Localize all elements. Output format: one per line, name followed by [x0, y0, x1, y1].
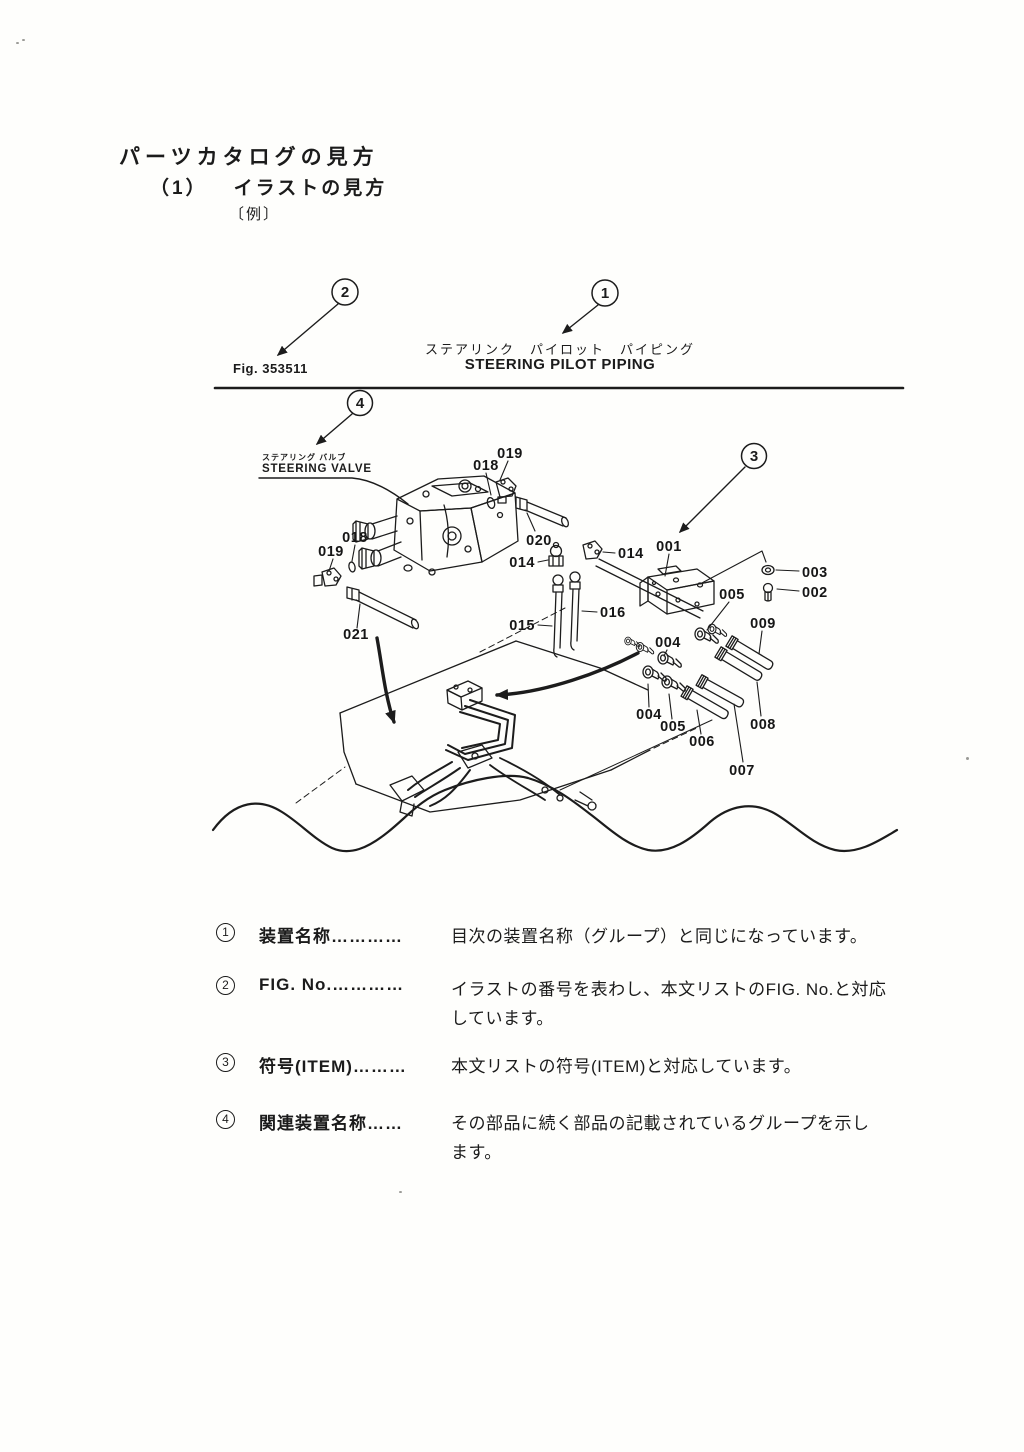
callout-arrow: [561, 304, 599, 334]
callout-number: 2: [341, 284, 349, 301]
legend-term: 関連装置名称……: [259, 1114, 403, 1133]
steering-valve-drawing: [352, 475, 519, 576]
machine-body-drawing: [339, 607, 651, 817]
part-number-label: 002: [802, 585, 828, 601]
legend-item-4: 4 関連装置名称…… その部品に続く部品の記載されているグループを示し ます。: [0, 1109, 1024, 1179]
legend-description-line: イラストの番号を表わし、本文リストのFIG. No.と対応: [451, 980, 887, 999]
part-number-label: 014: [618, 546, 644, 562]
legend-item-2: 2 FIG. No.………… イラストの番号を表わし、本文リストのFIG. No…: [0, 975, 1024, 1045]
elbow-fitting-drawing: [486, 477, 570, 528]
callout-number: 4: [356, 395, 365, 412]
scan-speck: [966, 757, 969, 760]
scan-speck: [22, 39, 25, 41]
example-label: 〔例〕: [229, 206, 281, 223]
reference-lines: [295, 719, 713, 804]
legend-description: 目次の装置名称（グループ）と同じになっています。: [451, 922, 867, 951]
legend-number-badge: 4: [216, 1110, 235, 1129]
callout-2: 2: [276, 278, 359, 356]
part-number-label: 018: [342, 530, 368, 546]
part-number-label: 003: [802, 565, 828, 581]
legend-item-3: 3 符号(ITEM)……… 本文リストの符号(ITEM)と対応しています。: [0, 1052, 1024, 1122]
legend-description: イラストの番号を表わし、本文リストのFIG. No.と対応 しています。: [451, 975, 886, 1033]
part-number-label: 008: [750, 717, 776, 733]
part-number-label: 005: [660, 719, 686, 735]
legend-description-line: ます。: [451, 1143, 502, 1162]
part-number-label: 001: [656, 539, 682, 555]
valve-label-jp: ステアリング バルブ: [262, 453, 347, 462]
legend-term: 符号(ITEM)………: [259, 1057, 407, 1076]
part-number-label: 015: [509, 618, 535, 634]
legend-description: その部品に続く部品の記載されているグループを示し ます。: [451, 1109, 869, 1167]
part-number-label: 016: [600, 605, 626, 621]
elbow-fitting-drawing: [313, 561, 420, 630]
part-number-label: 004: [636, 707, 662, 723]
subtitle-number: （1）: [150, 178, 208, 199]
legend-description-line: 目次の装置名称（グループ）と同じになっています。: [451, 927, 868, 946]
callout-4: 4: [315, 389, 374, 445]
callout-number: 3: [750, 448, 758, 465]
page-title: パーツカタログの見方: [119, 146, 379, 169]
part-number-label: 020: [526, 533, 552, 549]
leader-lines: [328, 460, 800, 763]
callout-1: 1: [561, 279, 619, 334]
callout-arrow: [276, 303, 339, 356]
scan-speck: [16, 42, 19, 44]
scan-speck: [399, 1191, 402, 1193]
valve-label-pointer: [258, 477, 409, 505]
break-wave-line: [211, 774, 899, 853]
figure-title-en: STEERING PILOT PIPING: [464, 356, 656, 373]
legend-number-badge: 3: [216, 1053, 235, 1072]
legend-description-line: その部品に続く部品の記載されているグループを示し: [451, 1114, 870, 1133]
legend-number-badge: 1: [216, 923, 235, 942]
legend-term: 装置名称…………: [259, 927, 403, 946]
legend-number-badge: 2: [216, 976, 235, 995]
part-number-label: 019: [318, 544, 344, 560]
legend-description: 本文リストの符号(ITEM)と対応しています。: [451, 1052, 801, 1081]
part-number-label: 014: [509, 555, 535, 571]
part-number-label: 004: [655, 635, 681, 651]
part-number-labels: 019 018 020 014 014 016 015 018 019 021 …: [318, 446, 828, 779]
part-number-label: 018: [473, 458, 499, 474]
flow-arrow-down: [375, 636, 396, 724]
part-number-label: 009: [750, 616, 776, 632]
rods-drawing: [680, 635, 776, 722]
callout-3: 3: [678, 442, 768, 534]
subtitle-text: イラストの見方: [233, 178, 388, 199]
section-subtitle: （1） イラストの見方: [150, 173, 387, 200]
flow-arrows: [375, 636, 640, 724]
callout-arrow: [678, 466, 746, 534]
part-number-label: 005: [719, 587, 745, 603]
valve-label-en: STEERING VALVE: [262, 463, 372, 475]
washer-screw-drawing: [699, 550, 775, 602]
figure-number: Fig. 353511: [233, 361, 308, 376]
flow-arrow-left: [495, 651, 640, 701]
part-number-label: 006: [689, 734, 715, 750]
figure-title-jp: ステアリンク パイロット パイピング: [424, 342, 695, 357]
legend-description-line: しています。: [451, 1009, 554, 1028]
bracket-drawing: [639, 565, 715, 615]
part-number-label: 007: [729, 763, 755, 779]
part-number-label: 019: [497, 446, 523, 462]
legend-term: FIG. No.…………: [259, 975, 405, 994]
callout-arrow: [315, 413, 353, 445]
legend-item-1: 1 装置名称………… 目次の装置名称（グループ）と同じになっています。: [0, 922, 1024, 992]
legend-description-line: 本文リストの符号(ITEM)と対応しています。: [451, 1057, 802, 1076]
callout-number: 1: [601, 285, 609, 302]
part-number-label: 021: [343, 627, 369, 643]
